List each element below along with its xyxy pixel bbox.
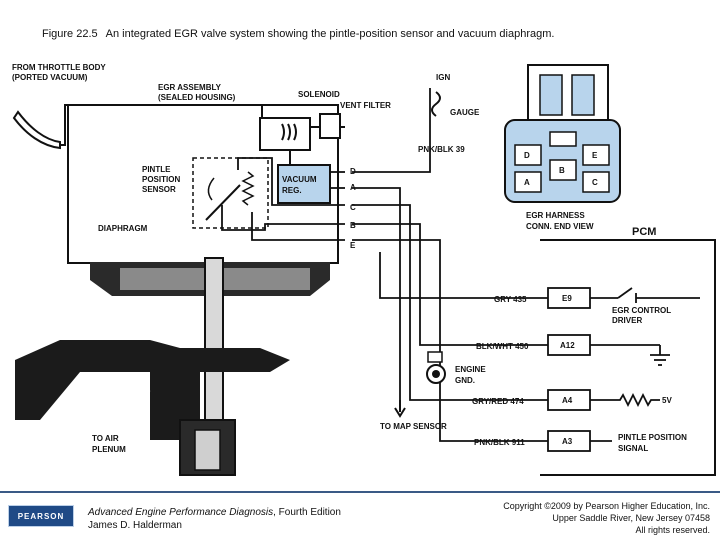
- harness-wires: [221, 157, 345, 241]
- label-to-map: TO MAP SENSOR: [380, 422, 447, 431]
- wiper-arc: [207, 177, 215, 201]
- engine-ground-symbol: [426, 351, 446, 384]
- potentiometer-wiper: [205, 184, 241, 221]
- vent-filter: [319, 113, 341, 139]
- copyright-line-1: Copyright ©2009 by Pearson Higher Educat…: [503, 501, 710, 511]
- label-5v: 5V: [662, 396, 672, 405]
- wire-label-3: GRY/RED 474: [472, 397, 524, 406]
- air-flow-arrow: [102, 388, 151, 422]
- wire-label-2: BLK/WHT 450: [476, 342, 529, 351]
- pintle-sensor-box: [192, 157, 269, 229]
- pin-c: C: [350, 203, 356, 212]
- label-pnk-blk-39: PNK/BLK 39: [418, 145, 465, 154]
- conn-pin-d: D: [524, 151, 530, 160]
- pin-b: B: [350, 221, 356, 230]
- label-conn-end-view: CONN. END VIEW: [526, 222, 594, 231]
- harness-routing: [352, 88, 548, 442]
- book-edition: , Fourth Edition: [273, 507, 341, 518]
- vacuum-hose: [12, 110, 61, 150]
- label-to-air: TO AIR: [92, 434, 119, 443]
- label-engine: ENGINE: [455, 365, 486, 374]
- label-from-throttle: FROM THROTTLE BODY: [12, 63, 106, 72]
- pcm-terminals: [547, 287, 591, 452]
- label-sensor: SENSOR: [142, 185, 176, 194]
- label-ported-vacuum: (PORTED VACUUM): [12, 73, 88, 82]
- copyright-line-3: All rights reserved.: [635, 525, 710, 535]
- book-title: Advanced Engine Performance Diagnosis: [88, 507, 274, 518]
- book-credit: Advanced Engine Performance Diagnosis, F…: [88, 506, 341, 532]
- label-pcm: PCM: [632, 226, 656, 238]
- egr-driver-switch: [590, 287, 700, 366]
- terminal-1: E9: [562, 294, 572, 303]
- label-driver: DRIVER: [612, 316, 642, 325]
- label-gauge: GAUGE: [450, 108, 480, 117]
- label-egr-assembly: EGR ASSEMBLY: [158, 83, 222, 92]
- label-solenoid: SOLENOID: [298, 90, 340, 99]
- label-position: POSITION: [142, 175, 180, 184]
- label-egr-harness: EGR HARNESS: [526, 211, 585, 220]
- pin-d: D: [350, 167, 356, 176]
- caption-text: An integrated EGR valve system showing t…: [105, 28, 555, 40]
- label-plenum: PLENUM: [92, 445, 126, 454]
- potentiometer-resistor: [241, 171, 255, 206]
- figure-caption: Figure 22.5 An integrated EGR valve syste…: [42, 28, 554, 40]
- terminal-3: A4: [562, 396, 573, 405]
- label-pintle: PINTLE: [142, 165, 171, 174]
- label-pintle-signal: PINTLE POSITION: [618, 433, 687, 442]
- wire-label-1: GRY 435: [494, 295, 527, 304]
- book-author: James D. Halderman: [88, 520, 182, 531]
- copyright-line-2: Upper Saddle River, New Jersey 07458: [552, 513, 710, 523]
- five-volt-resistor: [590, 392, 660, 408]
- label-gnd: GND.: [455, 376, 475, 385]
- map-arrow: [394, 400, 406, 418]
- vacuum-line: [60, 104, 263, 146]
- egr-wiring-diagram: FROM THROTTLE BODY (PORTED VACUUM) EGR A…: [12, 63, 716, 476]
- gauge-wave: [431, 91, 441, 117]
- valve-base: [15, 340, 290, 440]
- wire-label-4: PNK/BLK 911: [474, 438, 525, 447]
- conn-pin-a: A: [524, 178, 530, 187]
- footer-rule: [0, 491, 720, 493]
- label-diaphragm: DIAPHRAGM: [98, 224, 148, 233]
- label-egr-control: EGR CONTROL: [612, 306, 671, 315]
- pcm-frame: [540, 239, 716, 476]
- conn-pin-b: B: [559, 166, 565, 175]
- vacuum-regulator: [277, 164, 331, 204]
- copyright-block: Copyright ©2009 by Pearson Higher Educat…: [503, 500, 710, 536]
- conn-pin-c: C: [592, 178, 598, 187]
- label-vent-filter: VENT FILTER: [340, 101, 391, 110]
- label-reg: REG.: [282, 186, 302, 195]
- pearson-logo: PEARSON: [8, 505, 74, 527]
- terminal-4: A3: [562, 437, 573, 446]
- terminal-2: A12: [560, 341, 575, 350]
- harness-connector: [504, 64, 621, 203]
- solenoid-body: [259, 117, 311, 151]
- solenoid-coil: [281, 123, 297, 141]
- label-signal: SIGNAL: [618, 444, 648, 453]
- label-vacuum: VACUUM: [282, 175, 317, 184]
- conn-pin-e: E: [592, 151, 598, 160]
- pin-e: E: [350, 241, 356, 250]
- label-sealed-housing: (SEALED HOUSING): [158, 93, 236, 102]
- pin-a: A: [350, 183, 356, 192]
- figure-number: Figure 22.5: [42, 28, 98, 40]
- valve-seat-inner: [194, 429, 221, 471]
- label-ign: IGN: [436, 73, 450, 82]
